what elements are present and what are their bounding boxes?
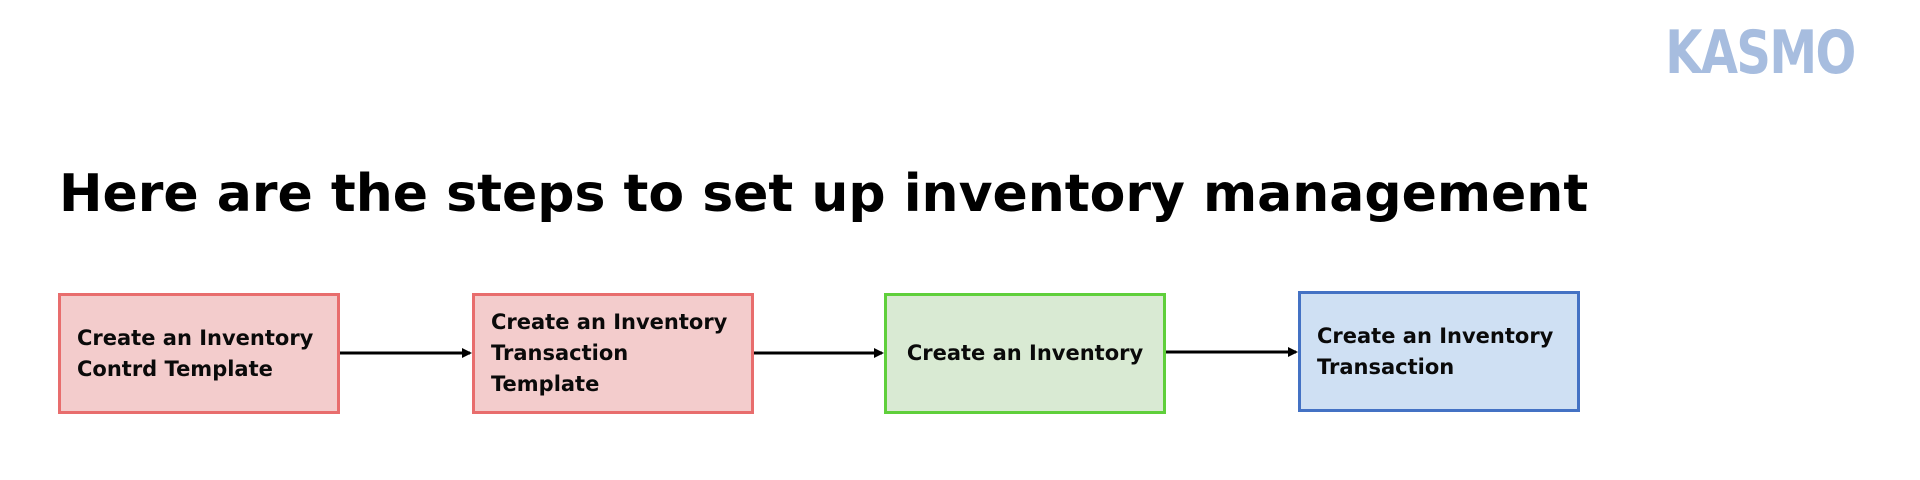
- step-label-1: Create an Inventory Contrd Template: [77, 325, 314, 381]
- kasmo-logo: KASMO: [1665, 18, 1856, 88]
- page-title: Here are the steps to set up inventory m…: [59, 164, 1589, 224]
- step-box-4: Create an Inventory Transaction: [1298, 291, 1580, 412]
- step-label-2: Create an Inventory Transaction Template: [491, 310, 728, 396]
- step-label-3: Create an Inventory: [906, 341, 1144, 365]
- step-box-1: Create an Inventory Contrd Template: [58, 293, 340, 414]
- step-box-2: Create an Inventory Transaction Template: [472, 293, 754, 414]
- step-label-4: Create an Inventory Transaction: [1317, 323, 1554, 379]
- step-box-3: Create an Inventory: [884, 293, 1166, 414]
